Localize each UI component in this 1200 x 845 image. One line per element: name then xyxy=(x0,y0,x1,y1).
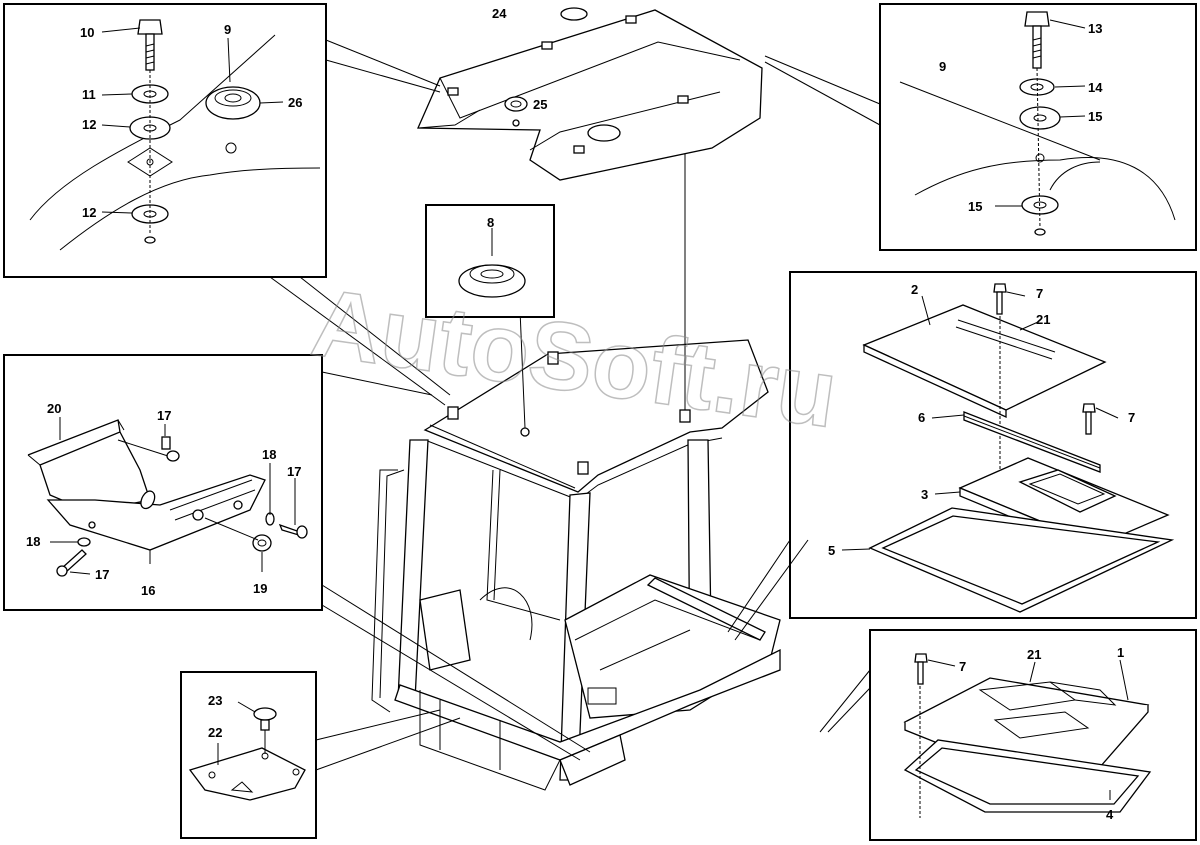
roof-panel xyxy=(417,7,763,181)
callout-13: 13 xyxy=(1088,21,1102,36)
detail-box-roof-hatch xyxy=(727,271,1197,641)
callout-11: 11 xyxy=(82,87,96,102)
callout-22: 22 xyxy=(208,725,222,740)
detail-box-bracket xyxy=(3,354,591,761)
callout-10: 10 xyxy=(80,25,94,40)
callout-25: 25 xyxy=(533,97,547,112)
callout-17-upper: 17 xyxy=(157,408,171,423)
callout-15-lower: 15 xyxy=(968,199,982,214)
callout-20: 20 xyxy=(47,401,61,416)
callout-labels: 10 9 11 12 12 26 24 25 8 13 9 14 15 15 2… xyxy=(26,6,1135,822)
callout-12-lower: 12 xyxy=(82,205,96,220)
callout-23: 23 xyxy=(208,693,222,708)
callout-21-bottom: 21 xyxy=(1027,647,1041,662)
callout-19: 19 xyxy=(253,581,267,596)
detail-box-cover-plate xyxy=(180,671,461,839)
callout-18-right: 18 xyxy=(262,447,276,462)
callout-7-top: 7 xyxy=(1036,286,1043,301)
callout-26: 26 xyxy=(288,95,302,110)
callout-18-left: 18 xyxy=(26,534,40,549)
detail-box-roof-mount-left xyxy=(3,3,451,406)
callout-9-right: 9 xyxy=(939,59,946,74)
callout-9-left: 9 xyxy=(224,22,231,37)
callout-17-lower: 17 xyxy=(95,567,109,582)
callout-12-upper: 12 xyxy=(82,117,96,132)
callout-5: 5 xyxy=(828,543,835,558)
detail-box-floor-hatch xyxy=(819,629,1197,841)
callout-2: 2 xyxy=(911,282,918,297)
callout-8: 8 xyxy=(487,215,494,230)
detail-box-grommet xyxy=(425,204,555,318)
callout-3: 3 xyxy=(921,487,928,502)
callout-21-top: 21 xyxy=(1036,312,1050,327)
callout-24: 24 xyxy=(492,6,507,21)
callout-7-bottom: 7 xyxy=(959,659,966,674)
cab-frame xyxy=(371,148,781,791)
callout-16: 16 xyxy=(141,583,155,598)
callout-1: 1 xyxy=(1117,645,1124,660)
detail-box-roof-mount-right xyxy=(764,3,1197,251)
callout-7-mid: 7 xyxy=(1128,410,1135,425)
callout-4: 4 xyxy=(1106,807,1114,822)
callout-15-upper: 15 xyxy=(1088,109,1102,124)
callout-14: 14 xyxy=(1088,80,1103,95)
callout-6: 6 xyxy=(918,410,925,425)
callout-17-right: 17 xyxy=(287,464,301,479)
